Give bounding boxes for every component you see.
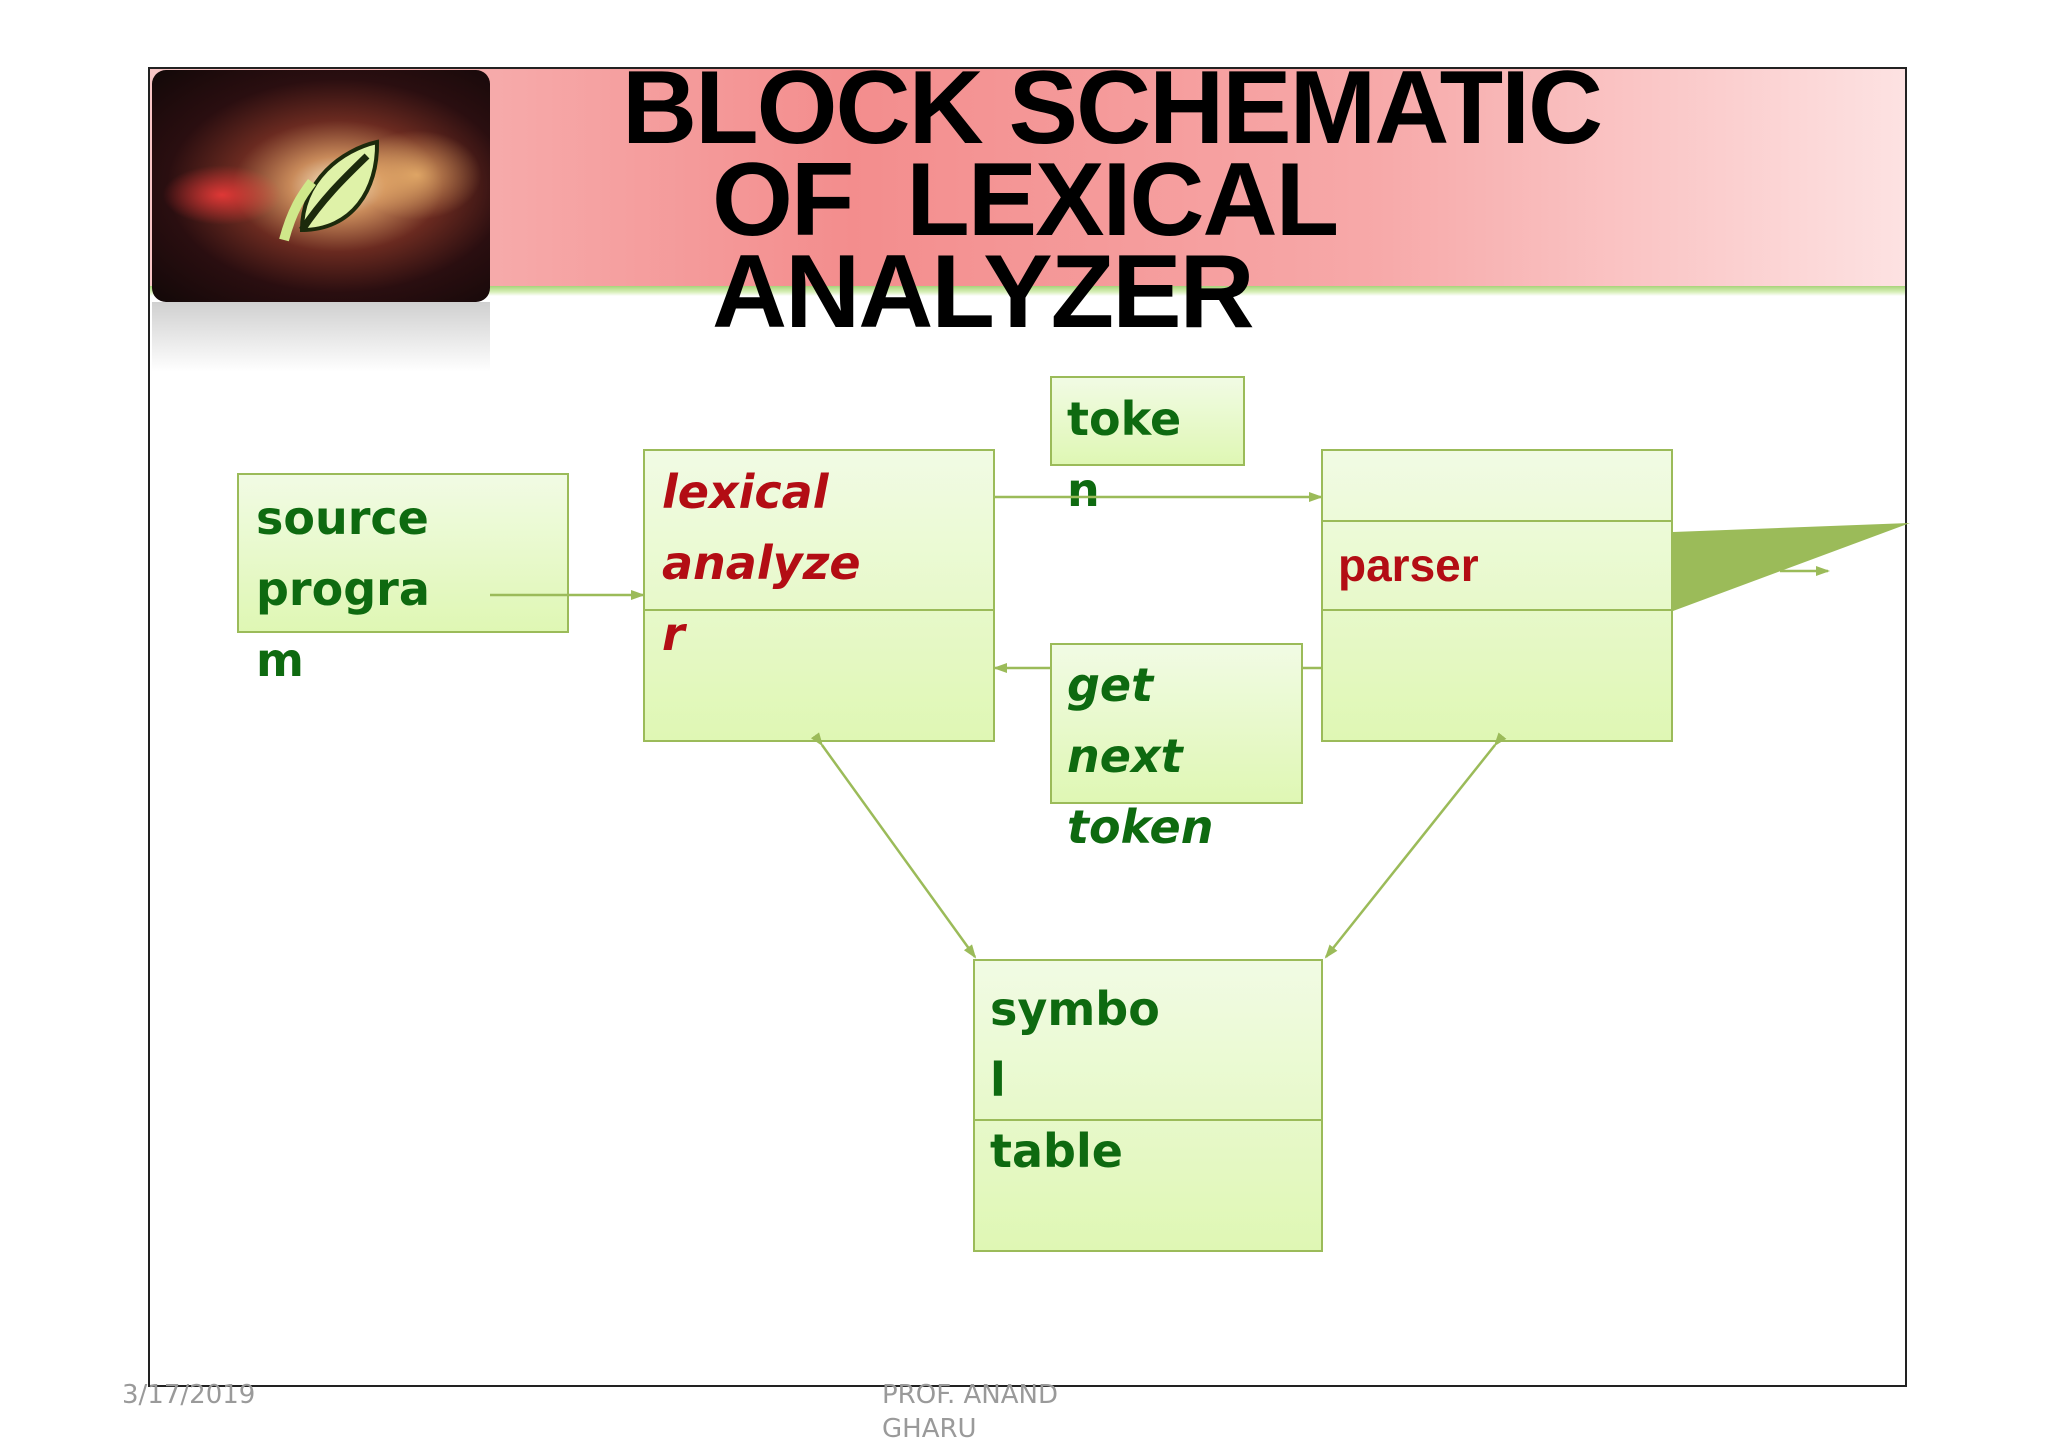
- lexical-analyzer-box: [643, 449, 995, 742]
- lexical-analyzer-line-1: lexical: [662, 465, 829, 519]
- footer-author: PROF. ANAND GHARU: [882, 1380, 1059, 1444]
- source-program-line-2: progra: [256, 562, 430, 616]
- lexical-analyzer-divider: [643, 609, 995, 611]
- get-next-token-line-1: get: [1067, 658, 1154, 712]
- title-underline: [150, 286, 1905, 296]
- logo-reflection: [152, 302, 490, 372]
- get-next-token-line-2: next: [1067, 729, 1183, 783]
- symbol-table-divider: [973, 1119, 1323, 1121]
- slide-title: BLOCK SCHEMATIC OF LEXICAL ANALYZER: [560, 50, 1760, 350]
- footer-date: 3/17/2019: [122, 1380, 256, 1410]
- parser-symbol-table-link: [1324, 732, 1507, 959]
- source-program-line-1: source: [256, 491, 429, 545]
- lexical-analyzer-line-2: analyze: [662, 536, 861, 590]
- get-next-token-line-3: token: [1067, 800, 1214, 854]
- lexical-analyzer-line-3: r: [662, 607, 685, 661]
- symbol-table-line-3: table: [990, 1124, 1123, 1178]
- source-program-box: [237, 473, 569, 633]
- parser-divider-top: [1321, 520, 1673, 522]
- symbol-table-line-1: symbo: [990, 982, 1160, 1036]
- title-line-2: OF LEXICAL: [712, 142, 1339, 258]
- lexer-symbol-table-link: [810, 732, 977, 959]
- get-next-token-box: [1050, 643, 1303, 804]
- parser-divider-bottom: [1321, 609, 1673, 611]
- parser-label: parser: [1338, 539, 1479, 591]
- leaf-logo-icon: [152, 70, 490, 302]
- source-program-line-3: m: [256, 633, 304, 687]
- symbol-table-box: [973, 959, 1323, 1252]
- token-box: [1050, 376, 1245, 466]
- title-line-1: BLOCK SCHEMATIC: [622, 50, 1603, 166]
- slide-frame: [148, 67, 1907, 1387]
- output-wedge: [1673, 523, 1910, 611]
- token-line-2: n: [1067, 463, 1100, 517]
- title-line-3: ANALYZER: [712, 234, 1255, 350]
- token-line-1: toke: [1067, 392, 1182, 446]
- symbol-table-line-2: l: [990, 1053, 1006, 1107]
